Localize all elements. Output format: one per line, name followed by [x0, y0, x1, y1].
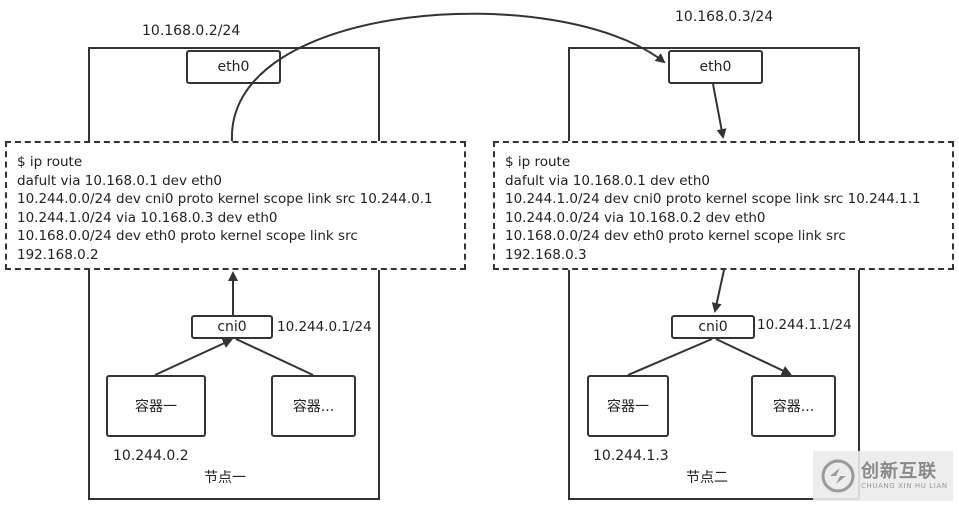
node2-name-label: 节点二	[686, 470, 728, 486]
node1-route-table: $ ip route dafult via 10.168.0.1 dev eth…	[5, 141, 466, 270]
route-line: 10.244.0.0/24 dev cni0 proto kernel scop…	[17, 191, 433, 207]
node1-cni0-box: cni0	[191, 315, 273, 339]
node1-container-ip-label: 10.244.0.2	[113, 448, 189, 464]
node2-eth0-to-route-arrow	[712, 83, 727, 139]
node1-container-a-to-cni0-arrow	[154, 338, 233, 376]
route-line: 192.168.0.2	[17, 246, 99, 263]
route-line: 192.168.0.3	[505, 246, 587, 263]
watermark: 创新互联 CHUANG XIN HU LIAN	[813, 451, 953, 501]
brand-logo-icon	[821, 459, 855, 493]
node2-cni0-box: cni0	[671, 315, 755, 339]
node1-ip-label: 10.168.0.2/24	[142, 23, 241, 39]
node1-cni0-to-container-b-line	[235, 338, 314, 376]
node2-cni0-ip-label: 10.244.1.1/24	[757, 317, 852, 333]
node2-container-b: 容器...	[751, 375, 836, 437]
node1-container-b: 容器...	[271, 375, 356, 437]
route-line: dafult via 10.168.0.1 dev eth0	[505, 172, 710, 189]
route-line: $ ip route	[17, 154, 83, 170]
route-line: 10.168.0.0/24 dev eth0 proto kernel scop…	[17, 228, 358, 244]
node2-container-a: 容器一	[587, 375, 669, 437]
node1-container-a: 容器一	[106, 375, 206, 437]
node2-ip-label: 10.168.0.3/24	[675, 9, 774, 25]
node1-cni0-ip-label: 10.244.0.1/24	[277, 319, 372, 335]
route-line: dafult via 10.168.0.1 dev eth0	[17, 172, 222, 189]
node1-eth0-box: eth0	[186, 50, 281, 84]
route-line: $ ip route	[505, 154, 571, 170]
node2-cni0-to-container-a-line	[627, 338, 713, 376]
route-line: 10.244.0.0/24 via 10.168.0.2 dev eth0	[505, 209, 766, 226]
route-line: 10.244.1.0/24 via 10.168.0.3 dev eth0	[17, 209, 278, 226]
node2-cni0-to-container-b-arrow	[715, 338, 792, 376]
node1-name-label: 节点一	[204, 470, 246, 486]
node2-route-to-cni0-arrow	[711, 269, 725, 313]
inter-node-arc	[230, 12, 666, 142]
node2-route-table: $ ip route dafult via 10.168.0.1 dev eth…	[493, 141, 954, 270]
route-line: 10.168.0.0/24 dev eth0 proto kernel scop…	[505, 228, 846, 244]
node2-container-ip-label: 10.244.1.3	[593, 448, 669, 464]
route-line: 10.244.1.0/24 dev cni0 proto kernel scop…	[505, 191, 921, 207]
watermark-subtitle: CHUANG XIN HU LIAN	[861, 481, 948, 490]
node2-eth0-box: eth0	[668, 50, 763, 84]
watermark-title: 创新互联	[861, 460, 937, 482]
